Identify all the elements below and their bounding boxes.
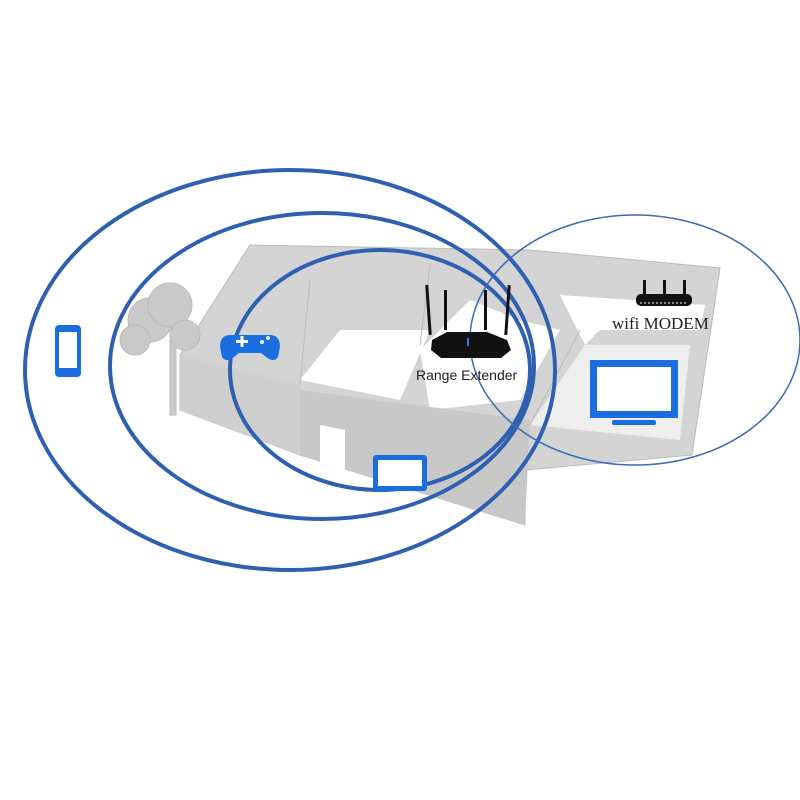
- game-controller-icon: [220, 335, 280, 360]
- tablet-icon: [373, 455, 427, 491]
- signal-rings: [23, 168, 557, 572]
- floor-plan: [179, 244, 721, 526]
- tree-icon: [119, 282, 201, 416]
- monitor-icon: [590, 360, 678, 425]
- signal-ring-outer: [23, 168, 557, 572]
- phone-icon: [55, 325, 81, 377]
- signal-ring-middle: [108, 211, 536, 521]
- wifi-modem-label: wifi MODEM: [612, 314, 709, 333]
- range-extender-label: Range Extender: [416, 367, 518, 383]
- modem-icon: [636, 280, 692, 306]
- router-icon: [425, 284, 511, 358]
